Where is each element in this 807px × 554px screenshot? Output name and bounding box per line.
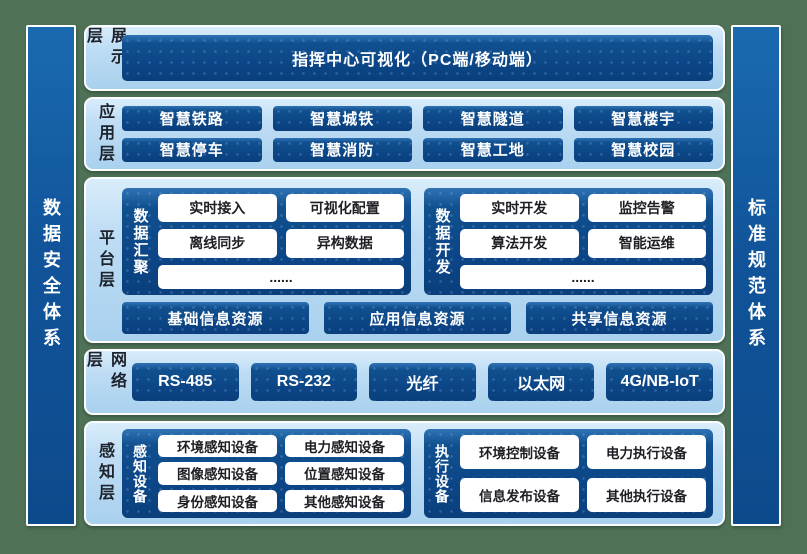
- layer-network-label: 网络层: [84, 351, 125, 393]
- chip-image-sensing: 图像感知设备: [158, 462, 277, 485]
- app-item-smart-building: 智慧楼宇: [573, 106, 713, 131]
- layer-platform: 平台层 数据汇聚 实时接入 可视化配置 离线同步 异构数据 ......: [84, 177, 725, 343]
- chip-env-control: 环境控制设备: [460, 435, 579, 469]
- layer-display: 展示层 指挥中心可视化（PC端/移动端）: [84, 25, 725, 91]
- app-item-smart-campus: 智慧校园: [573, 137, 713, 162]
- platform-group-data-development: 数据开发 实时开发 监控告警 算法开发 智能运维 ......: [424, 188, 713, 295]
- perception-group-actuator-devices: 执行设备 环境控制设备 电力执行设备 信息发布设备 其他执行设备: [424, 429, 713, 518]
- net-item-ethernet: 以太网: [487, 363, 595, 401]
- standards-system-label: 标准规范体系: [746, 197, 766, 354]
- perception-group-sensing-devices: 感知设备 环境感知设备 电力感知设备 图像感知设备 位置感知设备 身份感知设备 …: [122, 429, 411, 518]
- data-development-label-area: 数据开发: [431, 194, 453, 289]
- chip-aggregation-more: ......: [158, 264, 404, 289]
- data-security-system-bar: 数据安全体系: [26, 25, 76, 526]
- app-item-smart-metro: 智慧城铁: [272, 106, 412, 131]
- layer-network: 网络层 RS-485 RS-232 光纤 以太网 4G/NB-IoT: [84, 349, 725, 415]
- layer-network-label-area: 网络层: [84, 351, 125, 413]
- resource-basic-info: 基础信息资源: [122, 302, 309, 334]
- data-aggregation-label: 数据汇聚: [131, 207, 149, 276]
- architecture-diagram: 展示层 指挥中心可视化（PC端/移动端） 应用层 智慧铁路 智慧城铁 智慧隧道 …: [84, 25, 725, 526]
- chip-info-publish: 信息发布设备: [460, 478, 579, 512]
- platform-group-data-aggregation: 数据汇聚 实时接入 可视化配置 离线同步 异构数据 ......: [122, 188, 411, 295]
- chip-heterogeneous-data: 异构数据: [285, 229, 404, 258]
- resource-application-info: 应用信息资源: [324, 302, 511, 334]
- data-development-label: 数据开发: [433, 207, 451, 276]
- chip-monitor-alert: 监控告警: [587, 194, 706, 223]
- layer-perception: 感知层 感知设备 环境感知设备 电力感知设备 图像感知设备 位置感知设备 身份感…: [84, 421, 725, 526]
- layer-application-label-area: 应用层: [86, 99, 122, 169]
- layer-platform-label: 平台层: [96, 228, 113, 292]
- chip-location-sensing: 位置感知设备: [285, 462, 404, 485]
- chip-env-sensing: 环境感知设备: [158, 435, 277, 458]
- chip-development-more: ......: [460, 264, 706, 289]
- app-item-smart-firefighting: 智慧消防: [272, 137, 412, 162]
- layer-display-label: 展示层: [84, 27, 125, 69]
- app-item-smart-parking: 智慧停车: [122, 137, 262, 162]
- actuator-devices-label: 执行设备: [434, 443, 450, 504]
- chip-power-sensing: 电力感知设备: [285, 435, 404, 458]
- net-item-fiber: 光纤: [369, 363, 476, 401]
- chip-visual-config: 可视化配置: [285, 194, 404, 223]
- net-item-4g-nbiot: 4G/NB-IoT: [606, 363, 713, 401]
- layer-perception-label: 感知层: [96, 442, 113, 505]
- chip-identity-sensing: 身份感知设备: [158, 489, 277, 512]
- actuator-devices-label-area: 执行设备: [431, 435, 453, 512]
- data-security-system-label: 数据安全体系: [41, 197, 61, 354]
- layer-platform-label-area: 平台层: [86, 179, 122, 341]
- standards-system-bar: 标准规范体系: [731, 25, 781, 526]
- app-item-smart-worksite: 智慧工地: [423, 137, 563, 162]
- net-item-rs485: RS-485: [132, 363, 239, 401]
- chip-realtime-dev: 实时开发: [460, 194, 579, 223]
- chip-power-actuator: 电力执行设备: [587, 435, 706, 469]
- app-item-smart-railway: 智慧铁路: [122, 106, 262, 131]
- app-item-smart-tunnel: 智慧隧道: [423, 106, 563, 131]
- command-center-visualization-box: 指挥中心可视化（PC端/移动端）: [122, 35, 713, 81]
- chip-other-sensing: 其他感知设备: [285, 489, 404, 512]
- layer-application-label: 应用层: [96, 102, 113, 166]
- data-aggregation-label-area: 数据汇聚: [129, 194, 151, 289]
- sensing-devices-label: 感知设备: [132, 443, 148, 504]
- layer-application: 应用层 智慧铁路 智慧城铁 智慧隧道 智慧楼宇 智慧停车 智慧消防 智慧工地 智…: [84, 97, 725, 171]
- chip-offline-sync: 离线同步: [158, 229, 277, 258]
- chip-intelligent-ops: 智能运维: [587, 229, 706, 258]
- layer-display-label-area: 展示层: [84, 27, 125, 89]
- chip-other-actuator: 其他执行设备: [587, 478, 706, 512]
- sensing-devices-label-area: 感知设备: [129, 435, 151, 512]
- chip-algorithm-dev: 算法开发: [460, 229, 579, 258]
- chip-realtime-access: 实时接入: [158, 194, 277, 223]
- layer-perception-label-area: 感知层: [86, 423, 122, 524]
- resource-shared-info: 共享信息资源: [526, 302, 713, 334]
- net-item-rs232: RS-232: [250, 363, 358, 401]
